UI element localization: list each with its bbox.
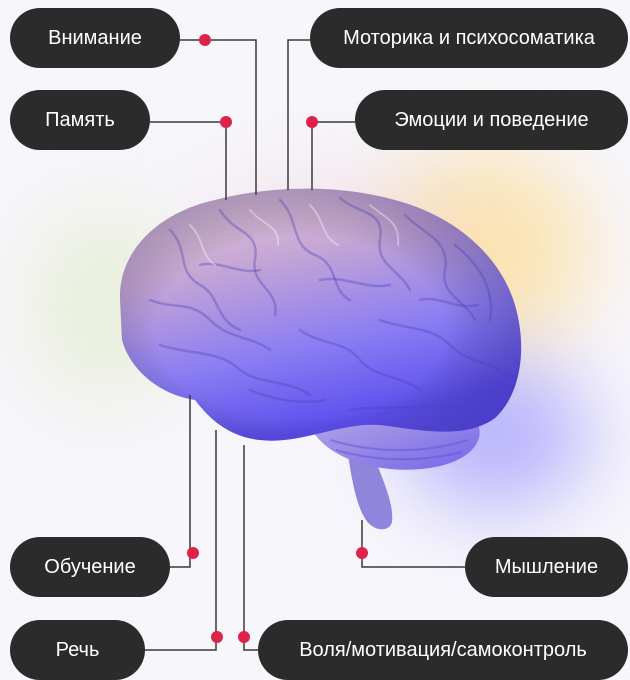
connector-dot-speech xyxy=(211,631,223,643)
label-learning: Обучение xyxy=(10,537,170,597)
connector-motor xyxy=(288,40,310,190)
connector-dot-memory xyxy=(220,116,232,128)
connector-learning xyxy=(170,395,190,567)
label-attention: Внимание xyxy=(10,8,180,68)
connector-dot-emotions xyxy=(306,116,318,128)
connector-thinking xyxy=(362,520,465,567)
label-motor: Моторика и психосоматика xyxy=(310,8,628,68)
connector-memory xyxy=(150,122,226,200)
connector-dot-thinking xyxy=(356,547,368,559)
connector-dot-learning xyxy=(187,547,199,559)
label-memory: Память xyxy=(10,90,150,150)
label-thinking: Мышление xyxy=(465,537,628,597)
connector-will xyxy=(244,445,258,650)
connector-emotions xyxy=(312,122,355,190)
label-speech: Речь xyxy=(10,620,145,680)
label-will: Воля/мотивация/самоконтроль xyxy=(258,620,628,680)
connector-dot-attention xyxy=(199,34,211,46)
connector-attention xyxy=(180,40,256,195)
connector-speech xyxy=(145,430,216,650)
label-emotions: Эмоции и поведение xyxy=(355,90,628,150)
connector-dot-will xyxy=(238,631,250,643)
